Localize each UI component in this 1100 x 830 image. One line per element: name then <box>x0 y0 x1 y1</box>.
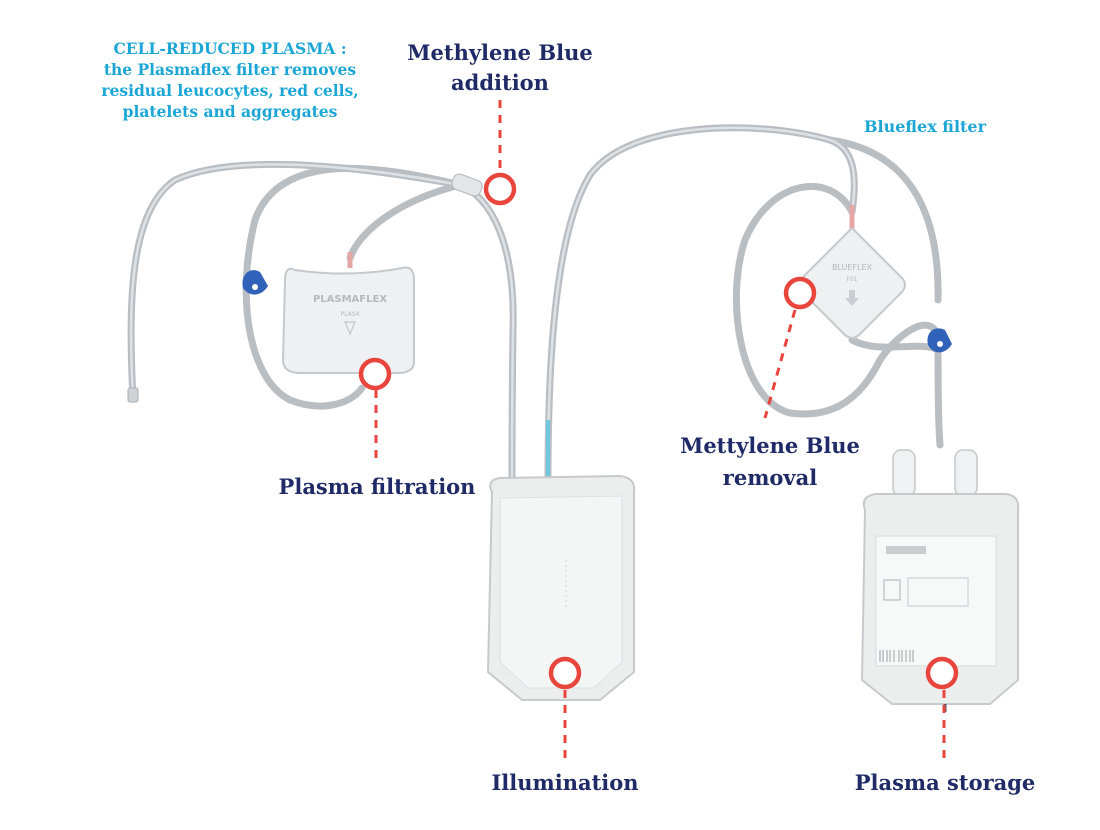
label-blueflex-filter: Blueflex filter <box>840 117 1010 137</box>
plasmaflex-brand: PLASMAFLEX <box>313 294 387 305</box>
plasma-storage-text: Plasma storage <box>854 770 1036 795</box>
mb-addition-line-1: Methylene Blue <box>407 40 593 65</box>
mb-removal-line-2: removal <box>722 465 818 490</box>
blueflex-filter: BLUEFLEX F01 <box>798 205 906 339</box>
clamp-left <box>242 270 268 295</box>
marker-mb-addition <box>483 172 517 206</box>
mb-addition-line-2: addition <box>451 70 549 95</box>
plasmaflex-filter: PLASMAFLEX PLAS4 <box>281 252 416 374</box>
marker-plasma-filtration <box>358 357 392 391</box>
tube-plasmaflex-in <box>346 181 464 262</box>
tube-to-illumination-bag <box>458 181 517 489</box>
mb-removal-line-1: Mettylene Blue <box>680 433 860 458</box>
illumination-bag <box>486 474 636 701</box>
tube-top-right <box>826 136 942 304</box>
plasmaflex-model: PLAS4 <box>341 311 360 318</box>
blueflex-brand: BLUEFLEX <box>832 263 873 272</box>
plasma-filtration-text: Plasma filtration <box>278 474 476 499</box>
cell-reduced-line-3: residual leucocytes, red cells, <box>101 81 359 100</box>
label-illumination: Illumination <box>470 770 660 796</box>
illumination-text: Illumination <box>491 770 639 795</box>
marker-mb-removal <box>783 276 817 310</box>
blueflex-model: F01 <box>846 276 857 283</box>
label-plasma-storage: Plasma storage <box>835 770 1055 796</box>
label-cell-reduced-plasma: CELL-REDUCED PLASMA : the Plasmaflex fil… <box>85 38 375 122</box>
plasma-storage-bag <box>860 449 1020 712</box>
leader-mb-removal <box>763 309 797 419</box>
cell-reduced-line-2: the Plasmaflex filter removes <box>103 60 357 79</box>
marker-plasma-storage <box>925 656 959 690</box>
cell-reduced-line-1: CELL-REDUCED PLASMA : <box>113 39 347 58</box>
marker-illumination <box>548 656 582 690</box>
clamp-right <box>927 328 952 353</box>
label-methylene-blue-addition: Methylene Blue addition <box>390 38 610 98</box>
label-plasma-filtration: Plasma filtration <box>262 474 492 500</box>
cell-reduced-line-4: platelets and aggregates <box>122 102 338 121</box>
markers <box>358 100 959 760</box>
label-methylene-blue-removal: Mettylene Blue removal <box>660 430 880 494</box>
blueflex-filter-text: Blueflex filter <box>863 117 987 136</box>
